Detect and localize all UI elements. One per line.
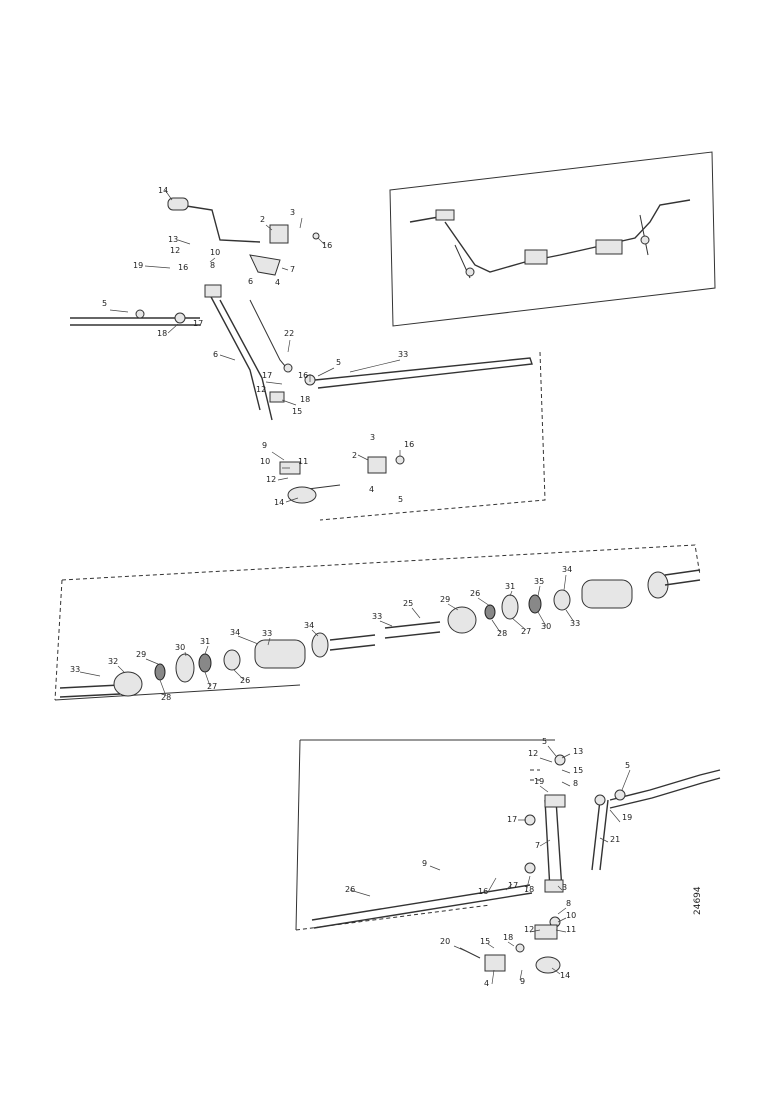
part-label: 6 bbox=[248, 277, 253, 286]
bar-assembly-labels: 33 32 29 30 31 28 27 26 34 33 34 33 25 2… bbox=[70, 565, 580, 702]
part-label: 26 bbox=[470, 589, 480, 598]
part-label: 8 bbox=[566, 899, 571, 908]
part-label: 5 bbox=[542, 737, 547, 746]
part-label: 16 bbox=[478, 887, 488, 896]
part-label: 7 bbox=[535, 841, 540, 850]
part-label: 13 bbox=[168, 235, 178, 244]
part-label: 3 bbox=[290, 208, 295, 217]
bar-leaders bbox=[79, 574, 575, 697]
part-label: 17 bbox=[508, 881, 518, 890]
part-label: 9 bbox=[262, 441, 267, 450]
part-label: 9 bbox=[422, 859, 427, 868]
part-label: 18 bbox=[157, 329, 167, 338]
part-label: 25 bbox=[403, 599, 413, 608]
part-label: 12 bbox=[266, 475, 276, 484]
part-label: 15 bbox=[480, 937, 490, 946]
part-label: 11 bbox=[566, 925, 576, 934]
part-label: 2 bbox=[352, 451, 357, 460]
part-label: 2 bbox=[260, 215, 265, 224]
part-label: 6 bbox=[213, 350, 218, 359]
part-label: 28 bbox=[161, 693, 171, 702]
part-label: 4 bbox=[484, 979, 489, 988]
part-label: 30 bbox=[175, 643, 185, 652]
part-label: 29 bbox=[440, 595, 450, 604]
part-label: 4 bbox=[275, 278, 280, 287]
part-label: 5 bbox=[398, 495, 403, 504]
bar-assembly bbox=[54, 544, 701, 701]
part-label: 14 bbox=[560, 971, 570, 980]
part-label: 26 bbox=[240, 676, 250, 685]
part-label: 3 bbox=[370, 433, 375, 442]
part-label: 34 bbox=[230, 628, 240, 637]
part-label: 4 bbox=[369, 485, 374, 494]
part-label: 15 bbox=[292, 407, 302, 416]
part-label: 33 bbox=[398, 350, 408, 359]
part-label: 17 bbox=[507, 815, 517, 824]
part-label: 14 bbox=[158, 186, 168, 195]
part-label: 9 bbox=[520, 977, 525, 986]
top-linkage bbox=[70, 197, 546, 521]
part-label: 12 bbox=[524, 925, 534, 934]
top-linkage-labels: 14 2 3 16 13 12 10 8 7 6 4 19 16 5 17 18… bbox=[102, 186, 414, 507]
part-label: 34 bbox=[562, 565, 572, 574]
part-label: 19 bbox=[133, 261, 143, 270]
part-label: 31 bbox=[200, 637, 210, 646]
part-label: 28 bbox=[497, 629, 507, 638]
part-label: 29 bbox=[136, 650, 146, 659]
part-label: 15 bbox=[573, 766, 583, 775]
part-label: 33 bbox=[570, 619, 580, 628]
part-label: 32 bbox=[108, 657, 118, 666]
part-label: 3 bbox=[562, 883, 567, 892]
reference-code: 24694 bbox=[693, 886, 703, 915]
part-label: 12 bbox=[170, 246, 180, 255]
part-label: 10 bbox=[566, 911, 576, 920]
part-label: 33 bbox=[262, 629, 272, 638]
part-label: 31 bbox=[505, 582, 515, 591]
part-label: 10 bbox=[260, 457, 270, 466]
part-label: 19 bbox=[534, 777, 544, 786]
part-label: 7 bbox=[290, 265, 295, 274]
part-label: 26 bbox=[345, 885, 355, 894]
part-label: 18 bbox=[300, 395, 310, 404]
part-label: 20 bbox=[440, 937, 450, 946]
part-label: 17 bbox=[262, 371, 272, 380]
part-label: 16 bbox=[322, 241, 332, 250]
part-label: 35 bbox=[534, 577, 544, 586]
part-label: 12 bbox=[528, 749, 538, 758]
part-label: 10 bbox=[210, 248, 220, 257]
part-label: 17 bbox=[193, 319, 203, 328]
bottom-linkage-labels: 5 13 12 15 8 19 5 17 19 21 7 9 16 17 18 … bbox=[345, 737, 632, 988]
part-label: 16 bbox=[404, 440, 414, 449]
part-label: 27 bbox=[521, 627, 531, 636]
part-label: 22 bbox=[284, 329, 294, 338]
part-label: 5 bbox=[102, 299, 107, 308]
part-label: 18 bbox=[503, 933, 513, 942]
part-label: 18 bbox=[524, 885, 534, 894]
part-label: 5 bbox=[336, 358, 341, 367]
part-label: 12 bbox=[256, 385, 266, 394]
part-label: 33 bbox=[372, 612, 382, 621]
part-label: 16 bbox=[178, 263, 188, 272]
part-label: 5 bbox=[625, 761, 630, 770]
inset-overview bbox=[389, 151, 716, 327]
part-label: 21 bbox=[610, 835, 620, 844]
part-label: 30 bbox=[541, 622, 551, 631]
part-label: 14 bbox=[274, 498, 284, 507]
part-label: 8 bbox=[573, 779, 578, 788]
part-label: 16 bbox=[298, 371, 308, 380]
part-label: 33 bbox=[70, 665, 80, 674]
part-label: 19 bbox=[622, 813, 632, 822]
part-label: 27 bbox=[207, 682, 217, 691]
part-label: 11 bbox=[298, 457, 308, 466]
part-label: 13 bbox=[573, 747, 583, 756]
part-label: 34 bbox=[304, 621, 314, 630]
top-leaders bbox=[109, 189, 401, 503]
bottom-leaders bbox=[349, 745, 631, 985]
part-label: 8 bbox=[210, 261, 215, 270]
